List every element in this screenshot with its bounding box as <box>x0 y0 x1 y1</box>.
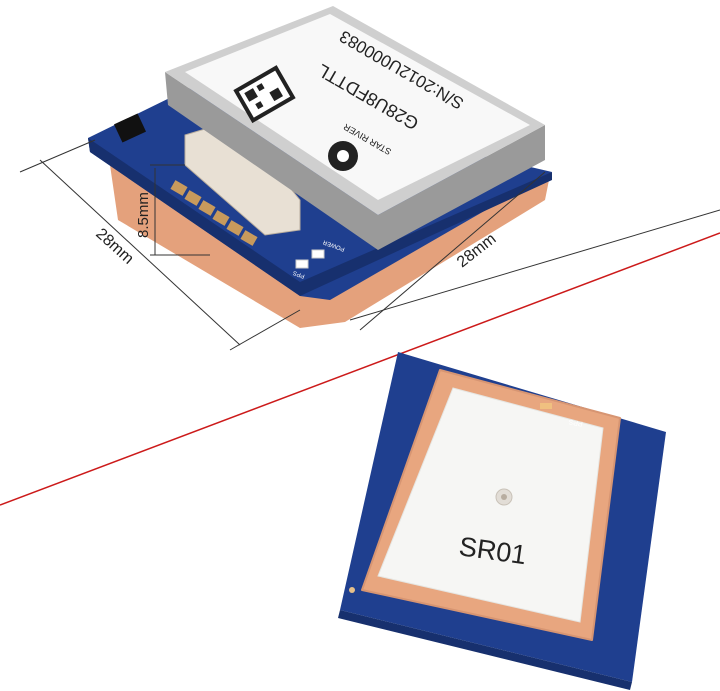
metal-shield-side <box>165 72 545 250</box>
shield-label <box>185 14 530 200</box>
patch-antenna: SR01 PPS <box>338 352 666 690</box>
pps-label: PPS <box>292 269 305 279</box>
star-river-logo <box>328 141 358 171</box>
width-dimension: 28mm <box>92 225 136 267</box>
pps-led <box>295 259 309 269</box>
solder-pads <box>170 180 258 246</box>
silver-patch <box>377 387 604 623</box>
gps-module: STAR RIVER G28U8FDTTL S/N:2012U000083 PO… <box>88 6 552 328</box>
divider-line <box>0 232 720 506</box>
height-dimension: 8.5mm <box>135 192 152 238</box>
antenna-pps-label: PPS <box>568 418 583 427</box>
dimension-lines <box>19 139 720 351</box>
pcb-edge <box>88 138 552 296</box>
antenna-pcb-edge <box>338 610 632 690</box>
chip <box>113 113 147 143</box>
power-led <box>311 249 325 259</box>
qr-code <box>233 65 296 124</box>
antenna-pps-led <box>540 403 552 409</box>
